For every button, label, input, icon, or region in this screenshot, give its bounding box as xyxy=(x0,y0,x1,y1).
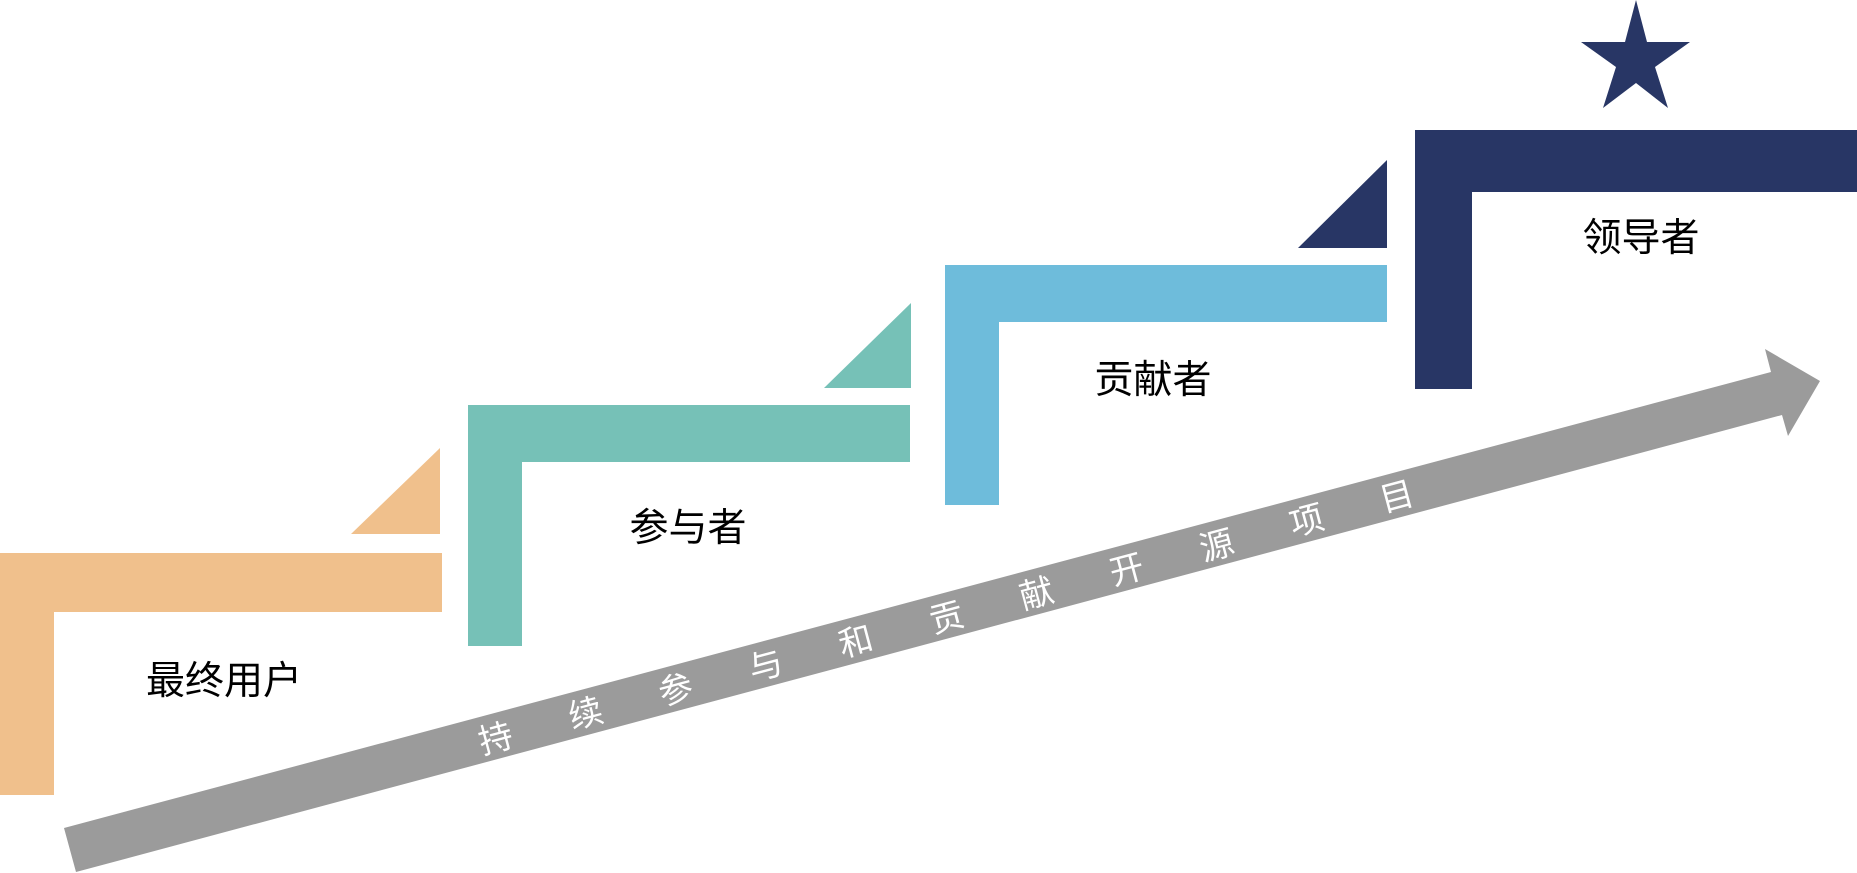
step-end-user xyxy=(0,448,442,795)
step-bracket-end-user xyxy=(0,553,442,795)
label-participant: 参与者 xyxy=(629,506,747,551)
label-end-user: 最终用户 xyxy=(145,659,303,704)
step-triangle-end-user xyxy=(351,448,440,534)
step-triangle-contributor xyxy=(1298,160,1387,248)
star-icon xyxy=(1581,0,1690,108)
label-contributor: 贡献者 xyxy=(1094,358,1212,403)
progress-arrow xyxy=(64,349,1820,872)
step-triangle-participant xyxy=(824,303,911,388)
step-bracket-leader xyxy=(1415,130,1857,389)
step-bracket-contributor xyxy=(945,265,1387,505)
step-contributor xyxy=(945,265,1387,505)
step-bracket-participant xyxy=(468,405,910,646)
step-leader xyxy=(1298,0,1857,389)
label-leader: 领导者 xyxy=(1582,216,1700,261)
step-participant xyxy=(468,303,911,646)
